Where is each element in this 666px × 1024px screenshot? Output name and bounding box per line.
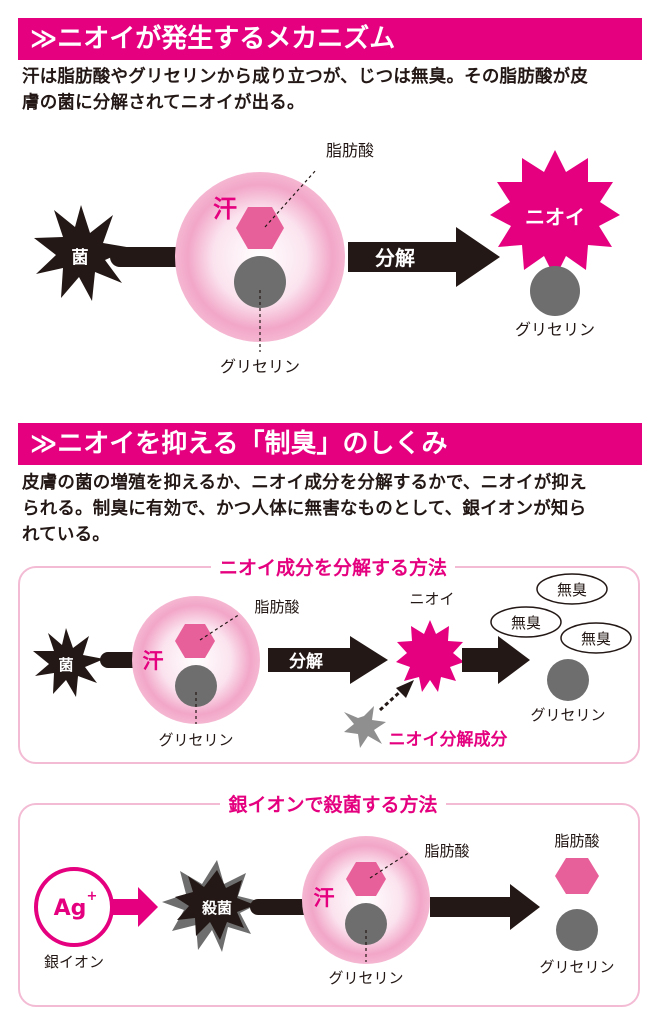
m1-sweat-circle [132, 596, 260, 724]
m1-glycerin-ball [175, 665, 217, 707]
m2-fatty-acid-label: 脂肪酸 [424, 842, 469, 860]
section2-paragraph-line3: れている。 [22, 525, 110, 545]
decompose-label: 分解 [375, 246, 415, 270]
section1-diagram: 菌 汗 脂肪酸 グリセリン 分解 ニオイ グリセリン [34, 141, 620, 376]
m1-sweat-label: 汗 [143, 649, 164, 673]
ag-superscript: + [87, 889, 98, 904]
m1-decompose-label: 分解 [289, 651, 323, 672]
m2-fatty-acid-hexagon [346, 862, 386, 896]
m1-result-arrow [462, 636, 530, 684]
sterilize-burst [175, 870, 255, 940]
m1-glycerin-ball-right [547, 659, 589, 701]
odor-label: ニオイ [525, 205, 585, 229]
m2-sweat-circle [302, 836, 430, 964]
m2-glycerin-ball-right [556, 909, 598, 951]
m2-glycerin-label-right: グリセリン [539, 958, 614, 976]
m1-odorless-label-3: 無臭 [581, 630, 611, 648]
sterilize-label: 殺菌 [201, 899, 232, 917]
m1-fatty-acid-label: 脂肪酸 [254, 598, 299, 616]
m1-decomposer-leader [378, 688, 404, 712]
m1-odorless-bubble-3 [560, 622, 632, 654]
m1-decomposer-label: ニオイ分解成分 [389, 729, 508, 750]
m1-odor-label: ニオイ [409, 590, 454, 608]
m1-fatty-acid-leader [199, 613, 241, 641]
glycerin-label-right: グリセリン [515, 320, 595, 339]
m1-odor-burst-icon [396, 620, 464, 692]
section2-heading-band: ≫ニオイを抑える「制臭」のしくみ [18, 423, 642, 465]
odor-burst-icon [490, 150, 620, 278]
m2-fatty-acid-label-right: 脂肪酸 [554, 832, 599, 850]
m1-bacteria-label: 菌 [58, 656, 73, 674]
section2-paragraph-line2: られる。制臭に有効で、かつ人体に無害なものとして、銀イオンが知ら [22, 499, 587, 519]
m1-glycerin-label: グリセリン [158, 731, 233, 749]
section1-paragraph: 汗は脂肪酸やグリセリンから成り立つが、じつは無臭。その脂肪酸が皮 膚の菌に分解さ… [22, 64, 654, 116]
m1-decomposer-arrowhead [396, 680, 414, 698]
section2-paragraph-line1: 皮膚の菌の増殖を抑えるか、ニオイ成分を分解するかで、ニオイが抑え [22, 473, 587, 493]
method2-title: 銀イオンで殺菌する方法 [220, 794, 446, 816]
silver-ion-arrow [112, 887, 158, 927]
m1-odorless-label-1: 無臭 [557, 581, 587, 599]
bacteria-icon [34, 205, 132, 301]
m2-result-arrow [430, 884, 540, 930]
m1-glycerin-label-right: グリセリン [530, 706, 605, 724]
m1-decomposer-icon [344, 706, 386, 748]
fatty-acid-label: 脂肪酸 [326, 141, 374, 160]
fatty-acid-leader [264, 169, 317, 228]
method1-title-wrap: ニオイ成分を分解する方法 [0, 553, 666, 580]
decompose-arrow [348, 227, 500, 287]
m1-odorless-bubble-1 [536, 573, 608, 605]
m1-fatty-acid-hexagon [175, 624, 215, 658]
method1-title: ニオイ成分を分解する方法 [210, 557, 455, 579]
m2-glycerin-ball [345, 903, 387, 945]
section1-paragraph-line2: 膚の菌に分解されてニオイが出る。 [22, 93, 305, 113]
sweat-label: 汗 [213, 195, 237, 223]
section1-paragraph-line1: 汗は脂肪酸やグリセリンから成り立つが、じつは無臭。その脂肪酸が皮 [22, 67, 589, 87]
bacteria-label: 菌 [72, 248, 89, 268]
section1-heading-band: ≫ニオイが発生するメカニズム [18, 18, 642, 60]
silver-ion-label: 銀イオン [44, 953, 104, 971]
m2-fatty-acid-leader [369, 851, 411, 879]
section2-paragraph: 皮膚の菌の増殖を抑えるか、ニオイ成分を分解するかで、ニオイが抑え られる。制臭に… [22, 470, 654, 548]
m2-fatty-acid-hexagon-right [555, 858, 599, 894]
glycerin-label: グリセリン [220, 357, 300, 376]
section1-heading: ≫ニオイが発生するメカニズム [30, 24, 396, 54]
m2-sweat-label: 汗 [314, 886, 335, 910]
glycerin-ball [234, 256, 286, 308]
method2-diagram: Ag + 銀イオン 殺菌 汗 脂肪酸 グリセリン 脂肪酸 グリセリン [34, 832, 615, 987]
m1-bacteria-icon [33, 628, 104, 697]
fatty-acid-hexagon [236, 207, 284, 249]
ag-label: Ag [54, 896, 87, 921]
method1-diagram: 菌 汗 脂肪酸 グリセリン 分解 ニオイ 無臭 無臭 無臭 グリセリン ニオイ分… [33, 573, 632, 750]
section2-heading: ≫ニオイを抑える「制臭」のしくみ [30, 429, 448, 459]
method2-title-wrap: 銀イオンで殺菌する方法 [0, 790, 666, 817]
m1-decompose-arrow [268, 636, 388, 684]
m1-odorless-bubble-2 [490, 606, 562, 638]
m2-glycerin-label: グリセリン [328, 969, 403, 987]
m1-odorless-label-2: 無臭 [511, 614, 541, 632]
glycerin-ball-right [530, 266, 580, 316]
